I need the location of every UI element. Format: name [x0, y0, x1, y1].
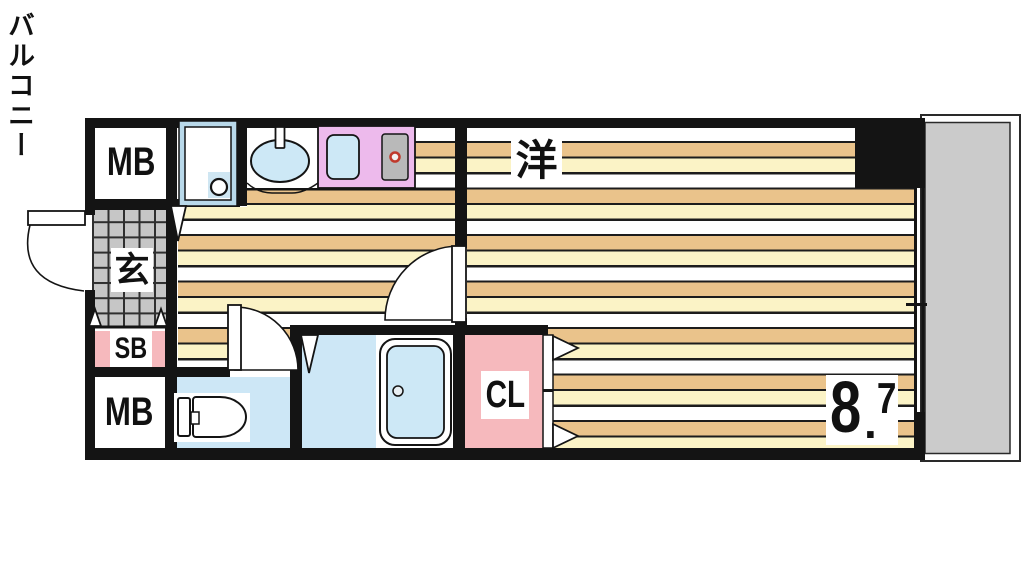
window: [906, 188, 927, 412]
room-door-icon: [384, 245, 467, 323]
bathtub-icon: [379, 338, 452, 446]
washing-machine-pan-icon: [178, 120, 238, 207]
genkan-step-icon: [87, 306, 169, 327]
closet-folding-door-icon: [542, 334, 581, 450]
walls: [85, 118, 925, 460]
entrance-door-icon: [26, 210, 86, 292]
shoe-box-label: SB: [110, 331, 152, 367]
balcony-label: バルコニー: [0, 0, 37, 172]
room-size-label: 8.7: [826, 372, 898, 445]
washroom-folding-door-icon: [169, 205, 188, 242]
toilet-icon: [174, 393, 250, 442]
balcony-area: [920, 114, 1021, 462]
western-room-label: 洋: [511, 136, 562, 185]
closet-label: CL: [481, 371, 529, 419]
entrance-label: 玄: [111, 248, 153, 292]
toilet-door-icon: [227, 304, 299, 371]
meter-box-bottom-label: MB: [104, 390, 154, 434]
meter-box-top-label: MB: [107, 140, 156, 184]
kitchen-unit-icon: [317, 125, 416, 189]
bath-folding-door-icon: [299, 334, 320, 374]
stove-burner-icon: [389, 151, 401, 163]
wash-basin-icon: [246, 126, 319, 194]
